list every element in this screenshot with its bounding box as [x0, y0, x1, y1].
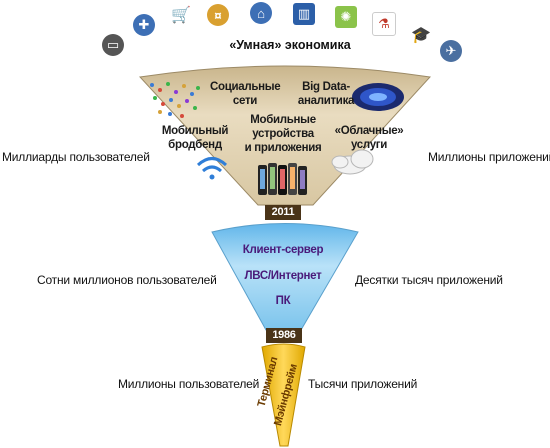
- pc-label: ПК: [275, 295, 291, 307]
- hundreds-millions-users-label: Сотни миллионов пользователей: [37, 273, 217, 287]
- phones-graphic: [258, 163, 307, 195]
- millions-users-label: Миллионы пользователей: [118, 377, 260, 391]
- billions-users-label: Миллиарды пользователей: [2, 150, 150, 164]
- tv-icon: ▭: [102, 34, 124, 56]
- big-data-graphic: [352, 83, 404, 111]
- graduation-cap-icon: 🎓: [410, 24, 432, 46]
- medical-icon: ✚: [133, 14, 155, 36]
- lan-internet-label: ЛВС/Интернет: [244, 270, 322, 282]
- diagram-title: «Умная» экономика: [229, 38, 351, 52]
- thousands-apps-label: Тысячи приложений: [308, 377, 418, 391]
- capitol-icon: ⌂: [250, 2, 272, 24]
- year-2011-badge: 2011: [265, 205, 301, 220]
- tens-thousands-apps-label: Десятки тысяч приложений: [355, 273, 503, 287]
- year-1986-badge: 1986: [266, 328, 302, 343]
- flask-icon: ⚗: [372, 12, 396, 36]
- coin-icon: ¤: [207, 4, 229, 26]
- big-data-label: Big Data-аналитика: [297, 81, 355, 107]
- social-network-graphic: [150, 82, 200, 118]
- bank-icon: ▥: [293, 3, 315, 25]
- lightbulb-icon: ✺: [335, 6, 357, 28]
- millions-apps-label: Миллионы приложений: [428, 150, 550, 164]
- cart-icon: 🛒: [170, 4, 192, 26]
- client-server-label: Клиент-сервер: [242, 244, 324, 256]
- cloud-graphic: [331, 149, 374, 175]
- middle-funnel: [211, 223, 359, 331]
- cloud-services-label: «Облачные»услуги: [334, 125, 404, 151]
- wifi-graphic: [196, 157, 228, 180]
- bottom-funnel: [261, 343, 306, 447]
- airplane-icon: ✈: [440, 40, 462, 62]
